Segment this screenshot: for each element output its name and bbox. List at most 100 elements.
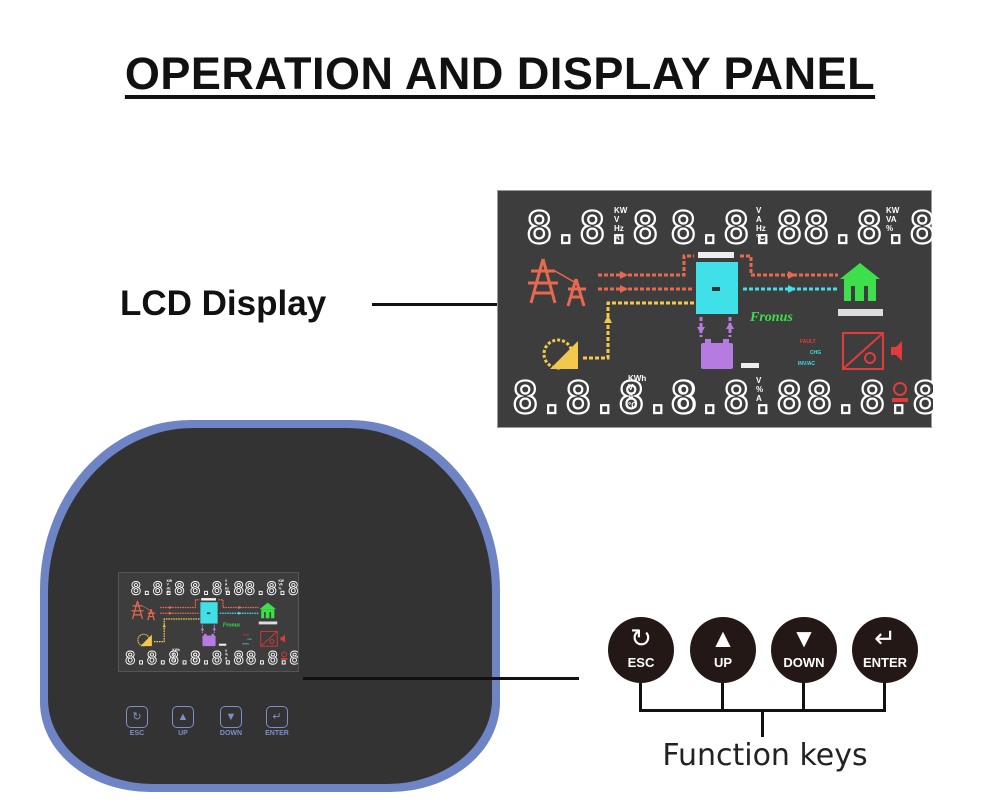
solar-panel-icon (137, 633, 152, 647)
device-esc-label: ESC (129, 730, 145, 737)
triangle-up-icon: ▲ (710, 623, 736, 653)
unit: V (614, 215, 620, 224)
device-down-label: DOWN (219, 730, 243, 737)
unit: KW (614, 206, 628, 215)
battery-level-bar (218, 643, 227, 646)
enter-key[interactable]: ↵ENTER (852, 617, 918, 683)
unit: V (225, 579, 228, 583)
bottom-left-readout: 8.8.8.8 (512, 373, 697, 424)
dc-ac-converter-icon (260, 630, 278, 647)
unit: VA (278, 583, 283, 587)
unit: Hz (167, 586, 171, 590)
battery-icon (202, 633, 216, 647)
top-right-readout: 8.8.8 (803, 203, 933, 254)
unit: Hz (614, 224, 624, 233)
unit: A (756, 394, 762, 403)
page-title: OPERATION AND DISPLAY PANEL (124, 48, 876, 99)
unit: A (172, 655, 175, 659)
device-lcd-screen: 8.8.8 KW V Hz A 8.8.8 V A Hz °C 8.8.8 KW… (118, 572, 299, 672)
top-left-readout: 8.8.8 (526, 203, 658, 254)
up-key[interactable]: ▲ UP (690, 617, 756, 683)
unit: KWh (172, 648, 179, 652)
device-up-button[interactable]: ▲ (172, 706, 194, 728)
grid-tower-icon (131, 600, 156, 621)
device-enter-button[interactable]: ↵ (266, 706, 288, 728)
device-down-button[interactable]: ▼ (220, 706, 242, 728)
unit: °C (628, 401, 637, 410)
unit: °C (756, 233, 765, 242)
device-up-label: UP (178, 730, 188, 737)
mute-speaker-icon (891, 341, 902, 361)
unit: A (614, 233, 620, 242)
brand-logo: Fronus (223, 622, 241, 628)
charge-indicator: CHG (247, 639, 252, 641)
unit: KWh (628, 374, 646, 383)
charge-indicator: CHG (810, 350, 821, 356)
unit: % (886, 224, 893, 233)
unit: V (628, 383, 634, 392)
unit: % (225, 653, 228, 657)
unit: A (756, 215, 762, 224)
lcd-display-panel: 8.8.8 KW V Hz A 8.8.8 V A Hz °C 8.8.8 KW… (497, 190, 940, 428)
bottom-center-readout: 8.8.8 (670, 373, 802, 424)
unit: V (172, 652, 175, 656)
unit: A (167, 590, 170, 594)
unit: A (225, 656, 228, 660)
bottom-left-readout: 8.8.8.8 (125, 648, 201, 669)
esc-key-label: ESC (627, 655, 655, 670)
grid-tower-icon (528, 258, 586, 307)
unit: V (756, 376, 762, 385)
top-left-readout: 8.8.8 (131, 578, 185, 599)
solar-panel-icon (542, 338, 578, 370)
function-keys-caption: Function keys (662, 738, 868, 773)
flow-arrow-icons (162, 605, 242, 632)
unit: V (167, 583, 170, 587)
brand-logo: Fronus (749, 310, 793, 325)
down-key-label: DOWN (783, 655, 825, 670)
lcd-label-leader-line (372, 303, 562, 306)
dc-ac-converter-icon (842, 332, 884, 370)
fault-indicator: FAULT (243, 633, 250, 636)
lcd-display-label: LCD Display (120, 284, 327, 323)
unit: KW (886, 206, 900, 215)
mute-speaker-icon (280, 634, 286, 643)
inverter-status-bar (698, 252, 734, 258)
triangle-down-icon: ▼ (791, 623, 817, 653)
top-center-readout: 8.8.8 (190, 578, 244, 599)
enter-icon: ↵ (874, 623, 896, 653)
top-center-readout: 8.8.8 (670, 203, 802, 254)
unit: °C (225, 590, 229, 594)
battery-icon (701, 339, 733, 369)
bottom-right-readout: 8.8.8 (246, 648, 298, 669)
inverter-mark (206, 612, 211, 615)
down-key[interactable]: ▼ DOWN (771, 617, 837, 683)
alarm-icon (280, 651, 288, 660)
bottom-right-readout: 8.8.8 (806, 373, 933, 424)
unit: KW (278, 579, 284, 583)
flow-arrow-icons (604, 271, 796, 334)
inverter-ac-indicator: INV/AC (798, 361, 815, 367)
load-bar (258, 621, 278, 625)
rotate-icon: ↻ (630, 623, 652, 653)
top-right-readout: 8.8.8 (244, 578, 297, 599)
device-lcd-graphic: 8.8.8 KW V Hz A 8.8.8 V A Hz °C 8.8.8 KW… (124, 578, 298, 670)
unit: °C (172, 659, 176, 663)
lcd-graphic: 8.8.8 KW V Hz A 8.8.8 V A Hz °C 8.8.8 KW… (511, 202, 940, 425)
unit: V (225, 649, 228, 653)
house-icon (840, 263, 880, 301)
fault-indicator: FAULT (800, 339, 816, 345)
house-icon (259, 602, 277, 619)
esc-key[interactable]: ↻ ESC (608, 617, 674, 683)
unit: A (225, 583, 228, 587)
up-key-label: UP (713, 655, 733, 670)
device-enter-label: ENTER (265, 730, 289, 737)
unit: Hz (756, 224, 766, 233)
unit: Hz (225, 586, 229, 590)
device-esc-button[interactable]: ↻ (126, 706, 148, 728)
battery-level-bar (741, 363, 759, 368)
unit: V (756, 206, 762, 215)
alarm-icon (892, 382, 908, 402)
bottom-center-readout: 8.8.8 (190, 648, 244, 669)
unit: % (756, 385, 763, 394)
buttons-leader-line (303, 677, 579, 680)
